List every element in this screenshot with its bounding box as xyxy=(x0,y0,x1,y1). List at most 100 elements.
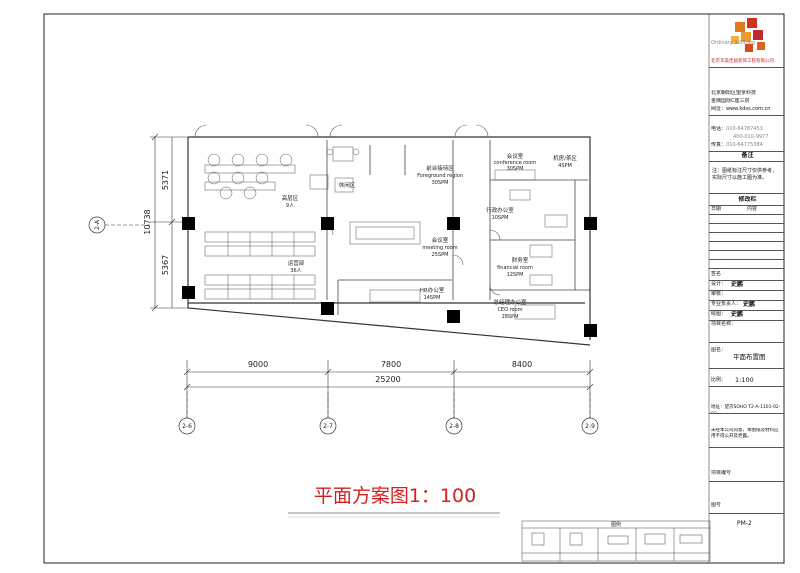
room-label-ceo: 总经理办公室 xyxy=(493,298,527,306)
revision-header: 修改栏 xyxy=(709,196,784,206)
room-label-ceo-en: CEO room xyxy=(497,307,522,313)
dimension-bay-3: 8400 xyxy=(512,360,532,369)
design-row: 设计： 史鹏 xyxy=(709,281,784,291)
revision-row xyxy=(709,251,784,260)
note-text: 注：图纸标注尺寸仅供参考，实际尺寸以施工图为准。 xyxy=(709,166,784,194)
revision-row xyxy=(709,215,784,224)
sign-label: 签名 xyxy=(709,271,784,281)
column xyxy=(584,217,597,230)
column xyxy=(321,217,334,230)
room-label-server: 机房/茶区 xyxy=(553,154,577,162)
axis-label-2-7: 2-7 xyxy=(323,423,333,430)
axis-label-2-6: 2-6 xyxy=(182,423,192,430)
room-label-reception-en: Foreground region xyxy=(417,173,463,179)
room-label-admin: 行政办公室 xyxy=(486,206,514,214)
project-number-label: 项目编号 xyxy=(709,470,784,482)
dimension-vertical-upper: 5371 xyxy=(161,170,170,190)
company-logo xyxy=(731,18,765,52)
axis-bubbles xyxy=(178,417,599,435)
room-label-finance: 财务室 xyxy=(512,256,529,264)
phone2-value: 400-010-9977 xyxy=(733,134,769,140)
column xyxy=(447,217,460,230)
site-address: 地址：望京SOHO T2-A-1101-02-03 xyxy=(709,404,784,414)
revision-columns: 日期 内容 xyxy=(709,206,784,215)
room-label-server-area: 4SPM xyxy=(558,163,572,169)
room-label-senior: 高层区 xyxy=(282,194,299,202)
furniture-conference-table xyxy=(349,169,536,245)
column xyxy=(321,302,334,315)
room-label-admin-area: 10SPM xyxy=(492,215,509,221)
room-label-operations-count: 36人 xyxy=(290,268,301,274)
phone-row: 电话：010-64787453 xyxy=(709,126,784,134)
phone-value: 010-64787453 xyxy=(726,126,763,132)
revision-col-date: 日期 xyxy=(711,206,722,212)
axis-grid xyxy=(186,392,591,418)
room-label-finance-area: 12SPM xyxy=(507,272,524,278)
scale-label: 比例： xyxy=(711,377,727,383)
review-label: 审核： xyxy=(711,291,727,297)
room-label-hr: HR办公室 xyxy=(420,286,445,294)
fax-value: 010-64775384 xyxy=(726,142,763,148)
logo-caption: Ordinary 3-01.jpg xyxy=(711,40,755,46)
axis-label-2-8: 2-8 xyxy=(449,423,459,430)
design-name: 史鹏 xyxy=(731,281,744,288)
room-label-meeting-area: 25SPM xyxy=(432,252,449,258)
drawing-name-row: 图名： 平面布置图 xyxy=(709,347,784,369)
room-label-lounge: 休闲区 xyxy=(339,181,356,189)
scale-value: 1:100 xyxy=(735,376,754,384)
room-label-conference: 会议室 xyxy=(507,152,524,160)
column xyxy=(182,217,195,230)
revision-row xyxy=(709,242,784,251)
sheet-number: PM-2 xyxy=(737,520,752,527)
axis-label-side: 2-A xyxy=(94,219,101,230)
column xyxy=(182,286,195,299)
drawing-frame xyxy=(43,13,785,564)
legend-title: 图例 xyxy=(611,521,621,528)
review-row: 审核： xyxy=(709,291,784,301)
project-name-label: 项目名称： xyxy=(709,321,784,343)
room-labels: 前台接待区 Foreground region 30SPM 会议室 confer… xyxy=(282,152,578,320)
company-name: 北京华美佳居装饰工程有限公司 xyxy=(709,58,784,68)
room-label-meeting-en: meeting room xyxy=(422,245,457,251)
drawing-name-label: 图名： xyxy=(711,347,727,353)
revision-row xyxy=(709,260,784,269)
fax-label: 传真： xyxy=(711,142,727,148)
room-label-senior-count: 9人 xyxy=(286,203,294,209)
drawing-title: 平面方案图1：100 xyxy=(314,485,476,507)
note-header: 备注 xyxy=(709,152,784,162)
dimension-vertical-total: 10738 xyxy=(143,209,152,234)
revision-row xyxy=(709,233,784,242)
dimension-vertical-lower: 5367 xyxy=(161,255,170,275)
room-label-hr-area: 14SPM xyxy=(424,295,441,301)
sheet-number-label: 图号 xyxy=(709,502,784,514)
legend-table xyxy=(521,520,711,562)
revision-col-content: 内容 xyxy=(747,206,758,212)
room-label-conference-area: 30SPM xyxy=(507,166,524,172)
phone-label: 电话： xyxy=(711,126,727,132)
furniture-upper-left xyxy=(204,153,296,200)
revision-row xyxy=(709,224,784,233)
furniture-offices xyxy=(369,189,568,320)
furniture-desk-rows xyxy=(204,231,316,300)
column xyxy=(447,310,460,323)
scale-row: 比例： 1:100 xyxy=(709,373,784,387)
dimension-bay-2: 7800 xyxy=(381,360,401,369)
design-label: 设计： xyxy=(711,281,727,287)
room-label-finance-en: financial room xyxy=(497,265,533,271)
room-label-ceo-area: 28SPM xyxy=(502,314,519,320)
copyright-note: 未经本公司同意，本图纸及材料应用不得公开及泄露。 xyxy=(709,428,784,448)
structural-columns xyxy=(182,217,597,337)
building-outline xyxy=(187,136,591,346)
room-label-operations: 运营部 xyxy=(288,259,305,267)
axis-label-2-9: 2-9 xyxy=(585,423,595,430)
draw-name: 史鹏 xyxy=(731,311,744,318)
lead-row: 专业负责人：史鹏 xyxy=(709,301,784,311)
address-line-1: 北京朝阳区望京科技 xyxy=(711,90,757,96)
column xyxy=(584,324,597,337)
draw-label: 绘图： xyxy=(711,311,727,317)
lead-label: 专业负责人： xyxy=(711,301,742,307)
furniture-lounge xyxy=(309,146,360,193)
doors xyxy=(194,124,501,296)
room-label-conference-en: conference room xyxy=(494,160,536,166)
